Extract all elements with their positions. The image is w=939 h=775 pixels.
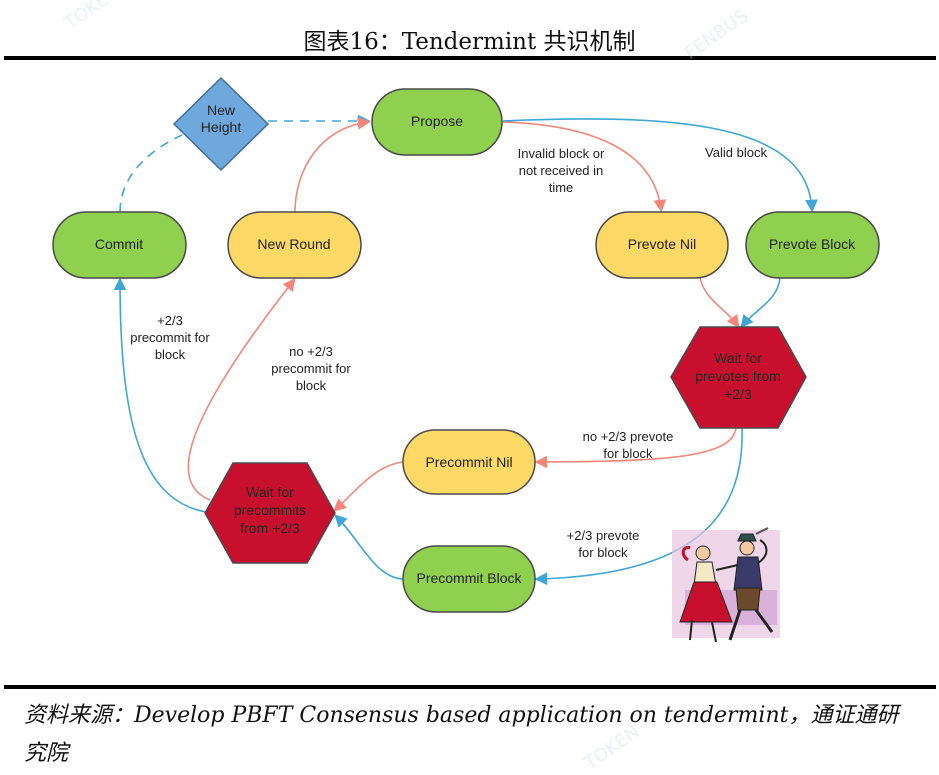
hat-feather — [755, 527, 769, 535]
man-head — [739, 540, 755, 556]
node-label: prevotes from — [695, 368, 781, 384]
node-label: New — [207, 102, 236, 118]
edge-wait-to-new-round — [187, 277, 296, 501]
node-commit: Commit — [52, 211, 187, 279]
dancing-couple-illustration — [672, 527, 780, 643]
svg-text:block: block — [296, 378, 327, 393]
woman-ribbon — [681, 545, 691, 562]
node-precommit-block: Precommit Block — [402, 545, 536, 613]
edge-wait-to-commit — [113, 277, 207, 513]
woman-skirt — [679, 581, 733, 623]
node-precommit-nil: Precommit Nil — [402, 429, 536, 495]
svg-text:precommit for: precommit for — [130, 330, 210, 345]
svg-text:+2/3: +2/3 — [157, 313, 183, 328]
node-label: New Round — [257, 236, 330, 252]
node-label: Prevote Block — [769, 236, 856, 252]
node-propose: Propose — [371, 88, 503, 156]
svg-text:block: block — [155, 347, 186, 362]
svg-text:no +2/3: no +2/3 — [289, 344, 333, 359]
node-label: precommits — [234, 502, 306, 518]
node-prevote-nil: Prevote Nil — [595, 211, 729, 279]
node-label: Prevote Nil — [628, 236, 696, 252]
man-jacket — [733, 556, 763, 591]
edge-commit-to-new-height — [119, 134, 183, 213]
node-label: Wait for — [246, 484, 294, 500]
node-label: from +2/3 — [240, 520, 300, 536]
edge-label-no-prevote: no +2/3 prevote for block — [583, 429, 674, 461]
watermark: TOKEN — [60, 0, 123, 35]
man-legs — [728, 609, 774, 641]
node-wait-precommits: Wait for precommits from +2/3 — [204, 462, 336, 564]
edge-label-no-precommit: no +2/3 precommit for block — [271, 344, 351, 393]
edge-label-invalid-block: Invalid block or not received in time — [518, 146, 605, 195]
node-label: Precommit Nil — [425, 454, 512, 470]
node-label: Commit — [95, 236, 143, 252]
watermark: FENBUS — [681, 6, 752, 65]
edge-prevote-block-to-wait — [740, 277, 781, 328]
node-label: Precommit Block — [416, 570, 522, 586]
joined-arms — [715, 564, 739, 571]
edge-prevote-nil-to-wait — [699, 277, 740, 329]
top-rule — [4, 56, 936, 60]
svg-text:precommit for: precommit for — [271, 361, 351, 376]
edge-propose-to-prevote-block — [502, 118, 818, 213]
edge-label-valid-block: Valid block — [705, 145, 767, 160]
node-new-round: New Round — [227, 211, 362, 279]
edge-precommit-nil-to-wait — [333, 461, 404, 512]
edge-label-prevote-for-block: +2/3 prevote for block — [567, 528, 640, 560]
svg-text:+2/3 prevote: +2/3 prevote — [567, 528, 640, 543]
svg-text:for block: for block — [603, 446, 653, 461]
figure-title: 图表16：Tendermint 共识机制 — [303, 29, 636, 55]
raised-arm — [757, 539, 768, 564]
svg-text:for block: for block — [578, 545, 628, 560]
edge-wait-to-precommit-nil — [534, 427, 737, 469]
node-prevote-block: Prevote Block — [745, 211, 880, 279]
source-note: 资料来源：Develop PBFT Consensus based applic… — [24, 703, 899, 766]
edge-label-precommit-for-block: +2/3 precommit for block — [130, 313, 210, 362]
svg-text:no +2/3 prevote: no +2/3 prevote — [583, 429, 674, 444]
edge-new-round-to-propose — [294, 116, 371, 213]
woman-head — [695, 545, 711, 561]
bottom-rule — [4, 685, 936, 689]
node-new-height: New Height — [172, 76, 270, 172]
node-label: Propose — [411, 113, 463, 129]
node-label: +2/3 — [724, 386, 752, 402]
woman-legs — [689, 619, 717, 643]
node-label: Wait for — [714, 350, 762, 366]
svg-text:not received in: not received in — [519, 163, 604, 178]
edge-propose-to-prevote-nil — [502, 121, 667, 213]
man-hat — [737, 533, 757, 542]
svg-text:time: time — [549, 180, 574, 195]
edge-precommit-block-to-wait — [334, 514, 404, 580]
node-wait-prevotes: Wait for prevotes from +2/3 — [670, 326, 807, 429]
svg-text:Invalid block or: Invalid block or — [518, 146, 605, 161]
man-lederhosen — [735, 587, 761, 611]
node-label: Height — [201, 119, 242, 135]
